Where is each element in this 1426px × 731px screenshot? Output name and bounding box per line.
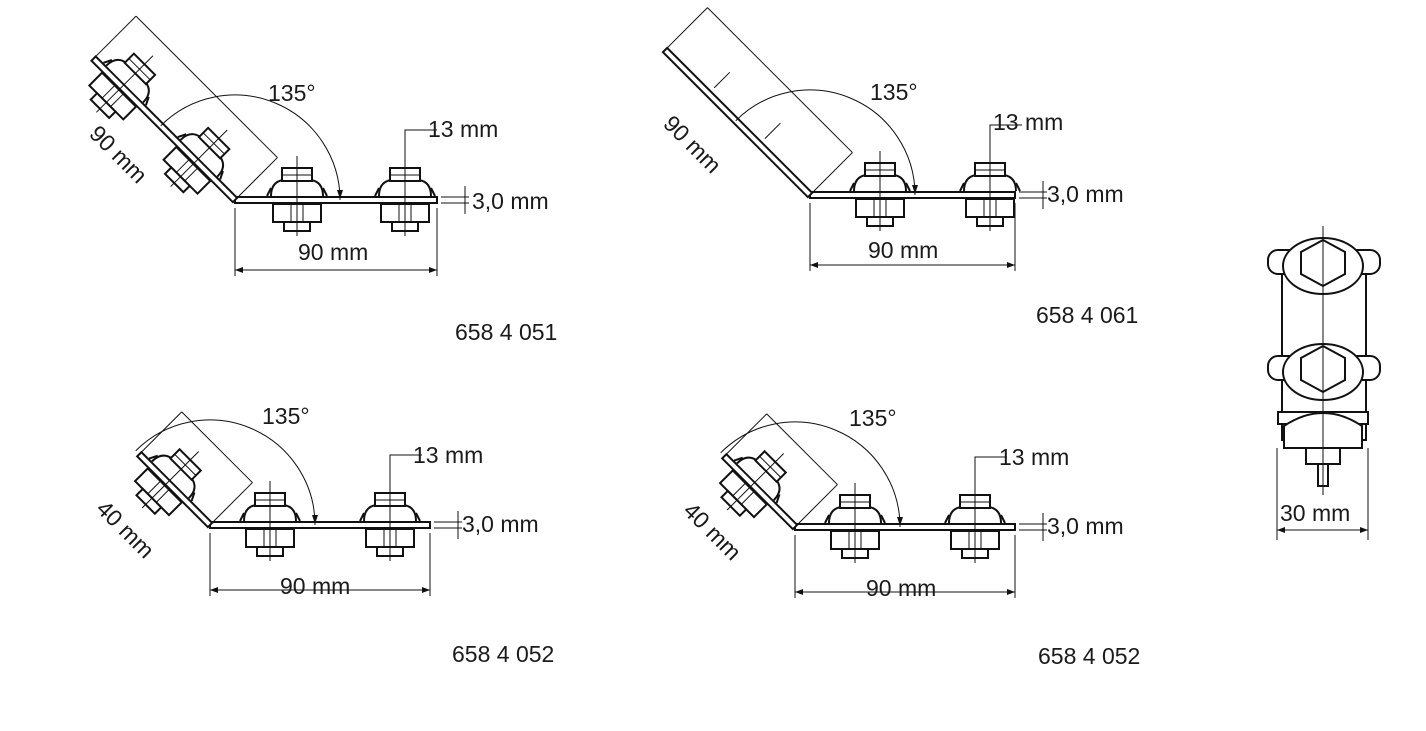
thickness-label: 3,0 mm bbox=[1047, 513, 1124, 539]
arm-plate bbox=[718, 449, 799, 531]
bolt-icon bbox=[239, 481, 301, 561]
base-plate bbox=[809, 191, 1016, 199]
extension-line bbox=[794, 484, 838, 528]
arrowhead bbox=[897, 517, 903, 526]
thickness-label: 3,0 mm bbox=[472, 188, 549, 214]
angle-label: 135° bbox=[268, 80, 316, 106]
bolt-icon bbox=[266, 156, 328, 236]
bracket-drawing-658-4-052-b bbox=[718, 413, 1047, 598]
centerline bbox=[96, 55, 154, 113]
bolt-size-label: 13 mm bbox=[428, 116, 498, 142]
arm-plate bbox=[87, 52, 239, 204]
extension-line bbox=[234, 157, 278, 201]
centerline bbox=[170, 129, 228, 187]
front-view-drawing bbox=[1267, 226, 1381, 540]
thread bbox=[155, 489, 170, 503]
bolt-icon bbox=[718, 449, 788, 519]
bolt-icon bbox=[824, 483, 886, 563]
bolt-size-label: 13 mm bbox=[993, 109, 1063, 135]
thread bbox=[184, 167, 198, 182]
dimension-line bbox=[135, 15, 278, 158]
bolt-icon bbox=[133, 447, 203, 517]
part-number: 658 4 052 bbox=[1038, 643, 1140, 669]
washer-edge bbox=[959, 182, 1021, 192]
bolt-hole-mark bbox=[764, 122, 781, 139]
washer-edge bbox=[239, 512, 301, 522]
base-length-label: 90 mm bbox=[280, 573, 350, 599]
thickness-label: 3,0 mm bbox=[462, 511, 539, 537]
part-number: 658 4 052 bbox=[452, 641, 554, 667]
part-number: 658 4 061 bbox=[1036, 302, 1138, 328]
washer-edge bbox=[266, 187, 328, 197]
leader-line bbox=[389, 454, 422, 515]
bracket-drawing-658-4-051 bbox=[87, 15, 469, 276]
width-label: 30 mm bbox=[1280, 500, 1350, 526]
angle-label: 135° bbox=[262, 403, 310, 429]
part-number: 658 4 051 bbox=[455, 319, 557, 345]
arrowhead bbox=[337, 190, 343, 199]
thickness-label: 3,0 mm bbox=[1047, 181, 1124, 207]
extension-line bbox=[664, 7, 708, 51]
thread bbox=[110, 93, 124, 108]
dimension-line bbox=[766, 413, 838, 485]
bolt-size-label: 13 mm bbox=[999, 444, 1069, 470]
base-plate bbox=[234, 196, 438, 204]
washer-edge bbox=[849, 182, 911, 192]
bolt-size-label: 13 mm bbox=[413, 442, 483, 468]
arm-length-label: 90 mm bbox=[658, 110, 726, 178]
bolt-icon bbox=[162, 126, 231, 196]
angle-arc bbox=[135, 419, 316, 526]
bolt-icon bbox=[87, 52, 157, 121]
leader-line bbox=[989, 124, 1022, 185]
extension-line bbox=[809, 152, 853, 196]
arrowhead bbox=[312, 515, 318, 524]
bracket-drawing-658-4-061 bbox=[661, 7, 1047, 271]
angle-arc bbox=[160, 94, 341, 201]
arm-length-label: 90 mm bbox=[84, 120, 152, 188]
base-length-label: 90 mm bbox=[298, 239, 368, 265]
extension-line bbox=[209, 482, 253, 526]
leader-line bbox=[404, 129, 437, 190]
bracket-drawing-658-4-052-a bbox=[133, 411, 462, 596]
thread bbox=[732, 482, 746, 497]
base-plate bbox=[794, 523, 1016, 531]
dimension-line bbox=[181, 411, 253, 483]
base-plate bbox=[209, 521, 431, 529]
washer-edge bbox=[824, 514, 886, 524]
leader-line bbox=[974, 456, 1007, 517]
base-length-label: 90 mm bbox=[868, 237, 938, 263]
washer-edge bbox=[359, 512, 421, 522]
base-length-label: 90 mm bbox=[866, 575, 936, 601]
thread bbox=[101, 85, 116, 99]
bolt-hole-mark bbox=[713, 71, 731, 89]
angle-arc bbox=[720, 421, 901, 528]
centerline bbox=[141, 451, 200, 509]
extension-line bbox=[723, 413, 768, 457]
extension-line bbox=[138, 411, 183, 455]
washer-edge bbox=[177, 133, 224, 180]
centerline bbox=[726, 453, 785, 511]
washer-edge bbox=[944, 514, 1006, 524]
thread bbox=[740, 491, 755, 505]
arm-plate bbox=[661, 46, 814, 199]
angle-label: 135° bbox=[870, 79, 918, 105]
arm-plate bbox=[133, 447, 214, 529]
washer-edge bbox=[374, 187, 436, 197]
washer-edge bbox=[103, 59, 150, 106]
extension-line bbox=[93, 15, 137, 59]
angle-arc bbox=[735, 89, 916, 196]
bolt-icon bbox=[849, 151, 911, 231]
arrowhead bbox=[912, 185, 918, 194]
washer-edge bbox=[148, 454, 196, 502]
dimension-line bbox=[707, 7, 853, 153]
thread bbox=[147, 480, 161, 495]
angle-label: 135° bbox=[849, 405, 897, 431]
washer-edge bbox=[733, 456, 781, 504]
thread bbox=[175, 159, 190, 173]
